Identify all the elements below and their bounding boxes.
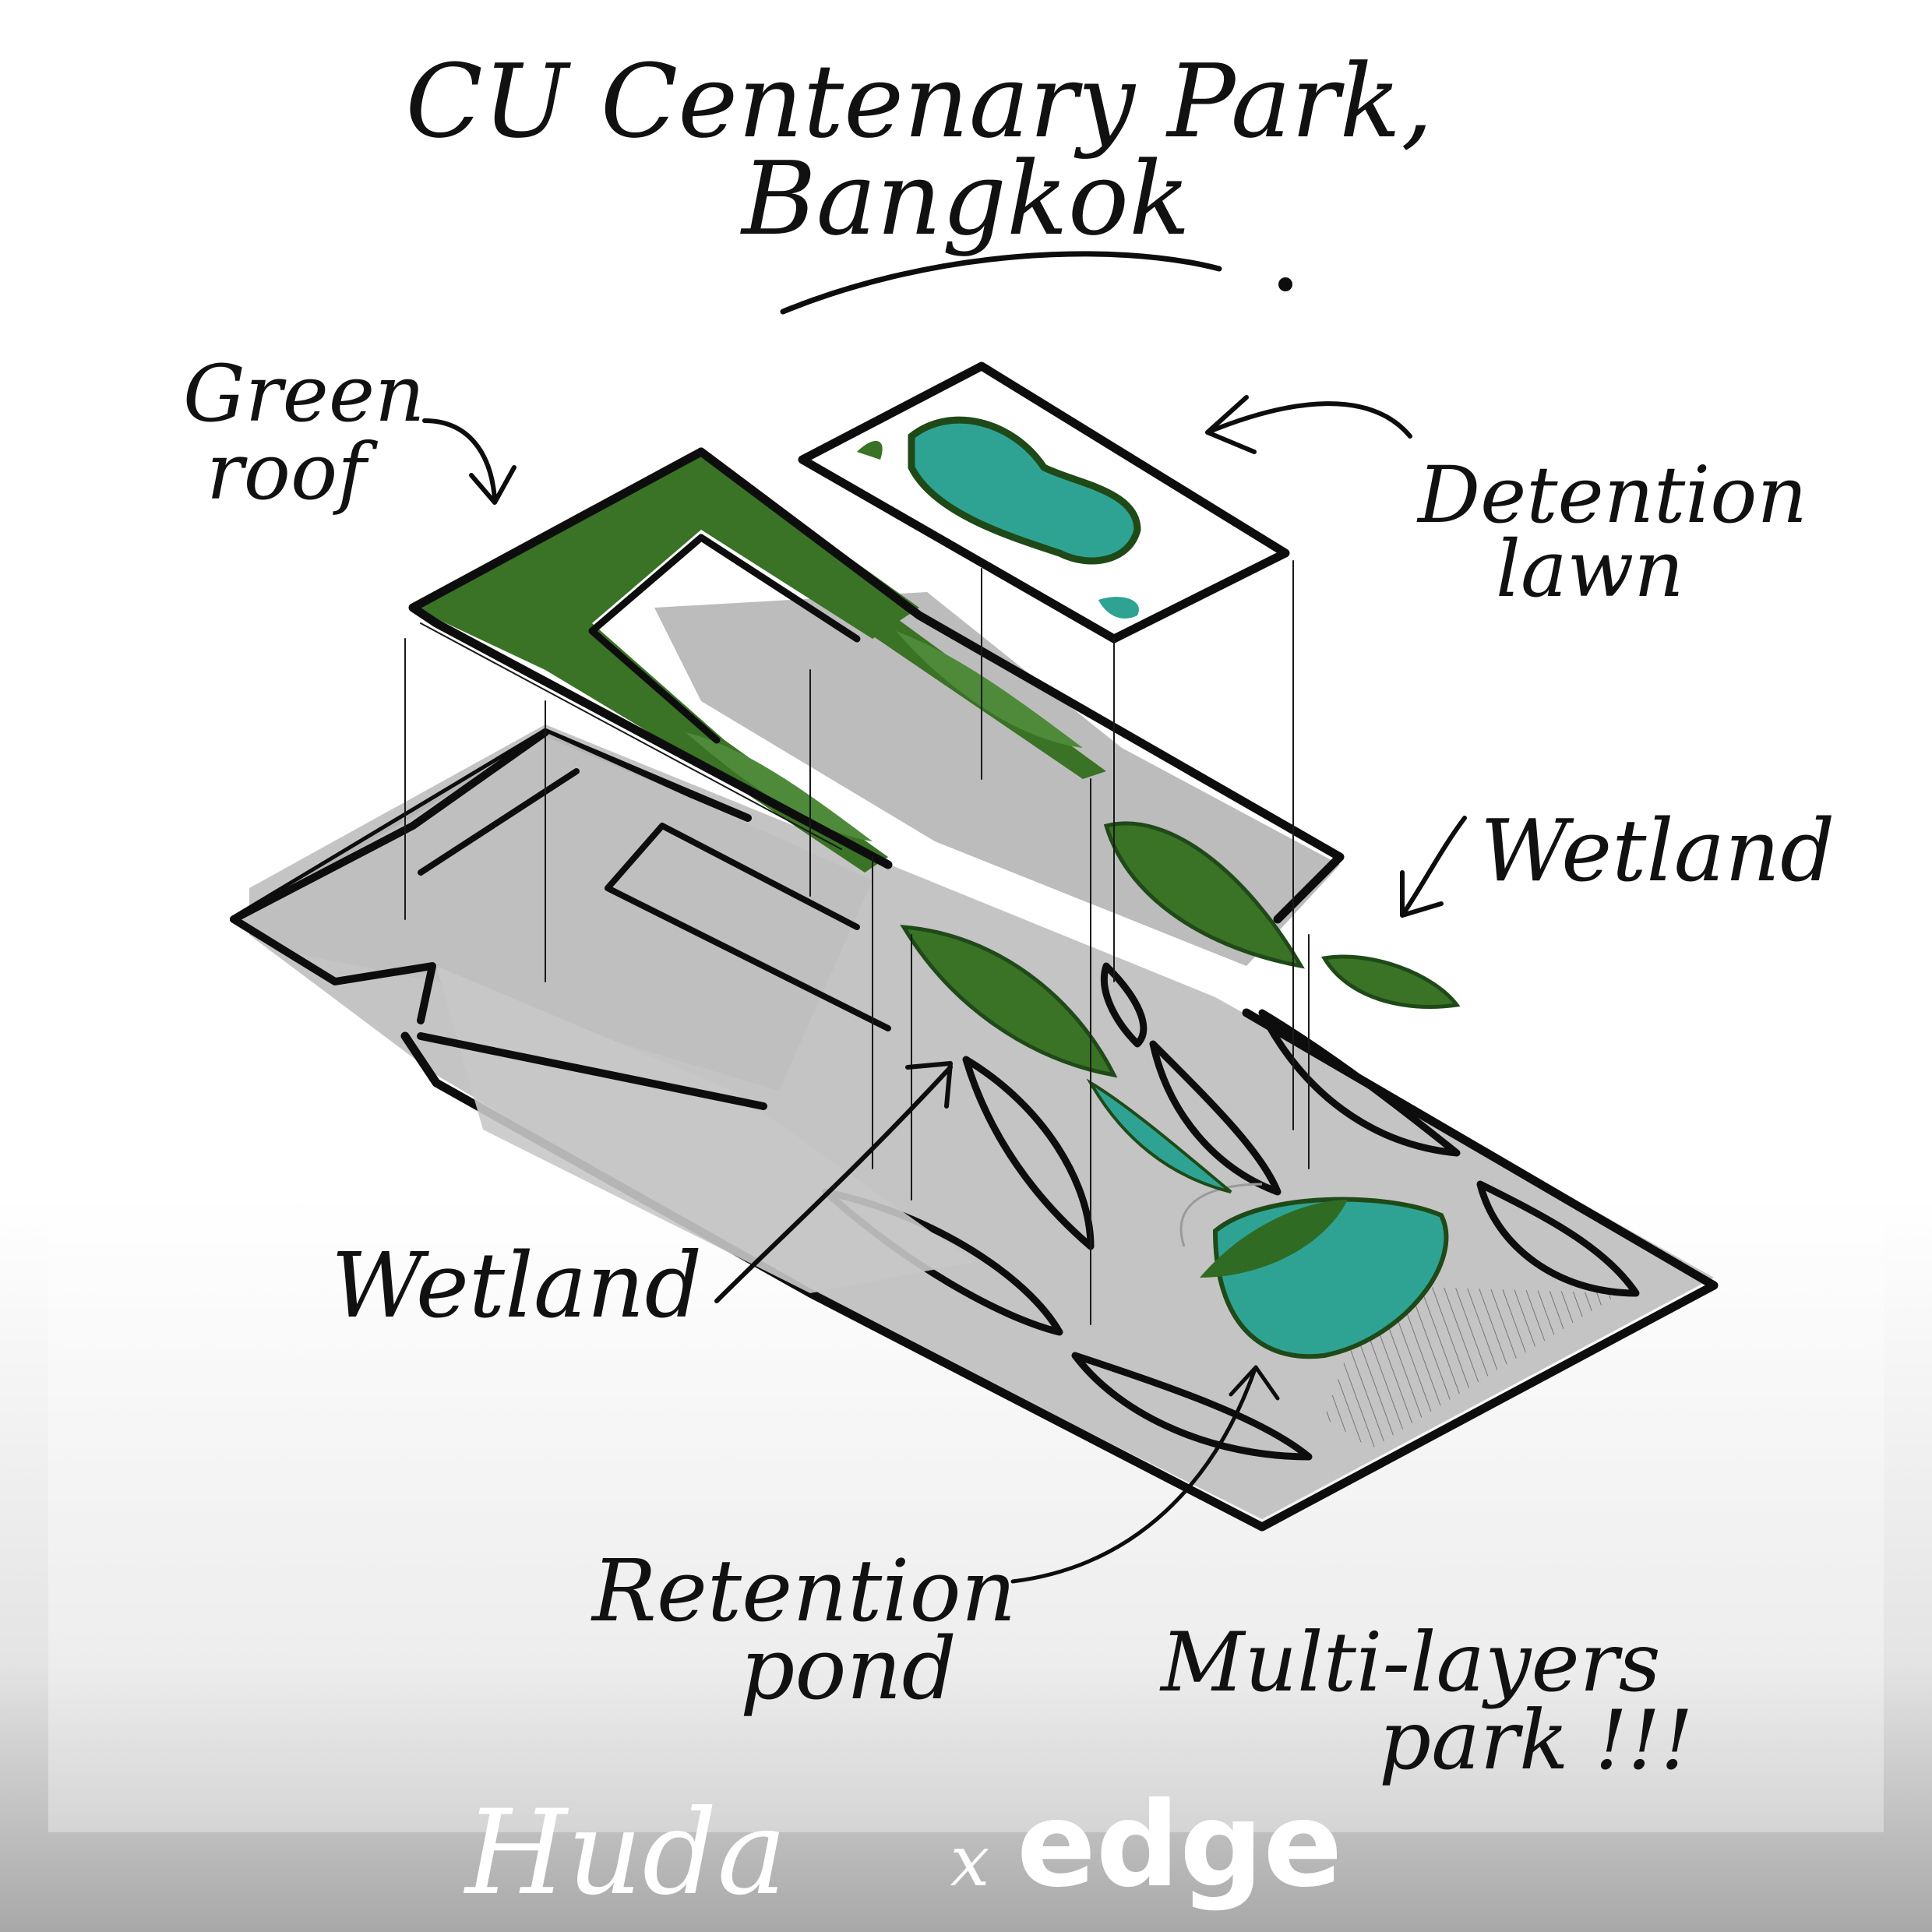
footer-branding: Huda x edge	[463, 1778, 1342, 1921]
wetland-lobe-6	[1071, 1352, 1313, 1461]
brand-separator: x	[950, 1821, 990, 1902]
retention-pond-label-line-1: Retention	[591, 1541, 1017, 1641]
ground-outline	[400, 1008, 1719, 1532]
roof-hedge-1	[686, 732, 873, 841]
title-dot	[1278, 277, 1292, 291]
detention-lawn-pool	[908, 416, 1141, 565]
middle-opening	[605, 823, 891, 1031]
leaf-teal	[1086, 1078, 1232, 1193]
multi-layers-label-line-1: Multi-layers	[1159, 1615, 1661, 1710]
middle-slab-shadow	[234, 732, 873, 1091]
title-line-2: Bangkok	[740, 139, 1190, 258]
green-roof-label-line-2: roof	[206, 426, 378, 517]
edge-logo-text: edge	[1017, 1778, 1342, 1913]
labels: Green roof Detention lawn Wetland Wetlan…	[183, 348, 1835, 1788]
detention-lawn-arrow	[1205, 395, 1412, 454]
roof-hedge-2	[896, 631, 1083, 748]
pond-island	[1200, 1200, 1348, 1278]
retention-pond-label-line-2: pond	[740, 1619, 957, 1719]
wetland-lobe-5	[1476, 1180, 1640, 1297]
upper-slab-edge-thin	[420, 622, 842, 850]
pond-ring	[1179, 1183, 1263, 1247]
wetland-lobe-4	[1258, 1009, 1461, 1157]
huda-logo-text: Huda	[463, 1786, 787, 1921]
middle-slab-outline	[230, 728, 767, 1110]
title-underline	[780, 251, 1222, 315]
wetland-right-arrow	[1400, 816, 1467, 918]
title-line-1: CU Centenary Park,	[405, 42, 1433, 160]
ground-hatch	[1324, 1285, 1620, 1449]
wetland-lobe-3	[1149, 1040, 1282, 1196]
leaf-3	[1320, 954, 1461, 1009]
detention-lawn-label-line-2: lawn	[1496, 524, 1684, 615]
title-block: CU Centenary Park, Bangkok	[405, 42, 1433, 315]
lawn-leaf	[857, 441, 883, 460]
detention-lawn-layer	[798, 361, 1290, 643]
wetland-right-label: Wetland	[1480, 801, 1835, 901]
floating-leaves	[900, 821, 1461, 1193]
multi-layers-label-line-2: park !!!	[1379, 1693, 1694, 1788]
middle-layer	[230, 728, 974, 1293]
retention-pond-arrow	[1010, 1365, 1280, 1584]
wetland-lobe-7	[1100, 962, 1148, 1048]
roof-opening-outline	[588, 534, 861, 744]
annotation-arrows	[422, 395, 1467, 1584]
detention-lawn-label-line-1: Detention	[1416, 450, 1807, 541]
lawn-dot	[1098, 597, 1139, 619]
green-roof-label-line-1: Green	[183, 348, 425, 439]
leaf-2	[1103, 821, 1305, 969]
wetland-left-arrow	[714, 1061, 953, 1303]
leaf-1	[900, 925, 1118, 1078]
top-slab-outline	[798, 361, 1290, 643]
projection-lines	[404, 560, 1310, 1325]
middle-inner-edge	[418, 768, 580, 876]
middle-strip-shadow	[436, 966, 974, 1293]
upper-slab-outline	[408, 447, 1345, 924]
green-roof-arrow	[422, 418, 516, 505]
wetland-left-label: Wetland	[331, 1234, 702, 1338]
